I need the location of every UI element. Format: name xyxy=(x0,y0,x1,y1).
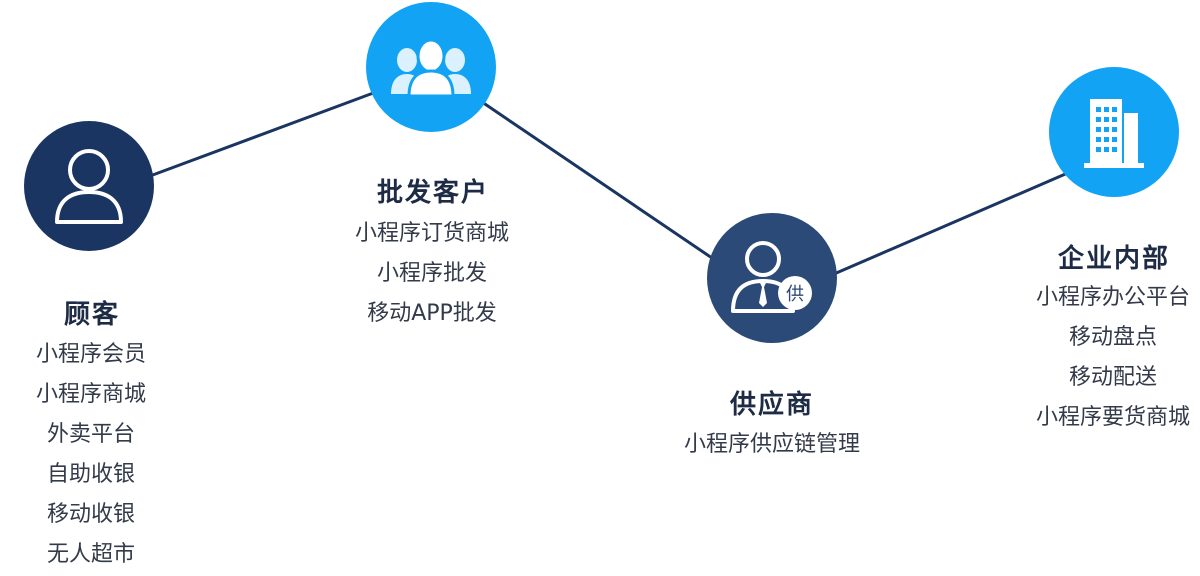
enterprise-item-list: 小程序办公平台 移动盘点 移动配送 小程序要货商城 xyxy=(1036,278,1190,438)
customer-node-circle xyxy=(24,121,154,251)
list-item: 自助收银 xyxy=(46,462,136,487)
connector-wholesale-supplier xyxy=(481,100,713,260)
user-icon xyxy=(55,149,123,224)
wholesale-node-circle xyxy=(366,2,496,132)
connector-customer-wholesale xyxy=(149,90,377,178)
supplier-icon: 供 xyxy=(731,241,812,313)
list-item: 小程序会员 xyxy=(35,342,147,367)
list-item: 小程序要货商城 xyxy=(1035,405,1191,430)
connector-supplier-enterprise xyxy=(833,170,1071,276)
list-item: 移动盘点 xyxy=(1068,325,1158,350)
list-item: 小程序订货商城 xyxy=(354,221,510,246)
list-item: 无人超市 xyxy=(46,542,136,567)
enterprise-title: 企业内部 xyxy=(1057,244,1171,274)
supplier-node-circle: 供 xyxy=(707,213,837,343)
supplier-badge-label: 供 xyxy=(786,284,804,305)
supplier-item-list: 小程序供应链管理 xyxy=(684,425,860,465)
enterprise-node-circle xyxy=(1049,67,1179,197)
list-item: 移动APP批发 xyxy=(367,301,497,326)
list-item: 移动收银 xyxy=(46,502,136,527)
list-item: 外卖平台 xyxy=(46,422,136,447)
list-item: 移动配送 xyxy=(1068,365,1158,390)
wholesale-item-list: 小程序订货商城 小程序批发 移动APP批发 xyxy=(355,214,509,334)
customer-item-list: 小程序会员 小程序商城 外卖平台 自助收银 移动收银 无人超市 xyxy=(36,335,146,575)
list-item: 小程序供应链管理 xyxy=(683,432,861,457)
building-icon xyxy=(1084,99,1144,168)
group-icon xyxy=(391,38,471,98)
list-item: 小程序商城 xyxy=(35,382,147,407)
customer-title: 顾客 xyxy=(63,300,121,330)
wholesale-title: 批发客户 xyxy=(376,178,490,208)
supplier-title: 供应商 xyxy=(729,390,815,420)
list-item: 小程序批发 xyxy=(376,261,488,286)
list-item: 小程序办公平台 xyxy=(1035,285,1191,310)
